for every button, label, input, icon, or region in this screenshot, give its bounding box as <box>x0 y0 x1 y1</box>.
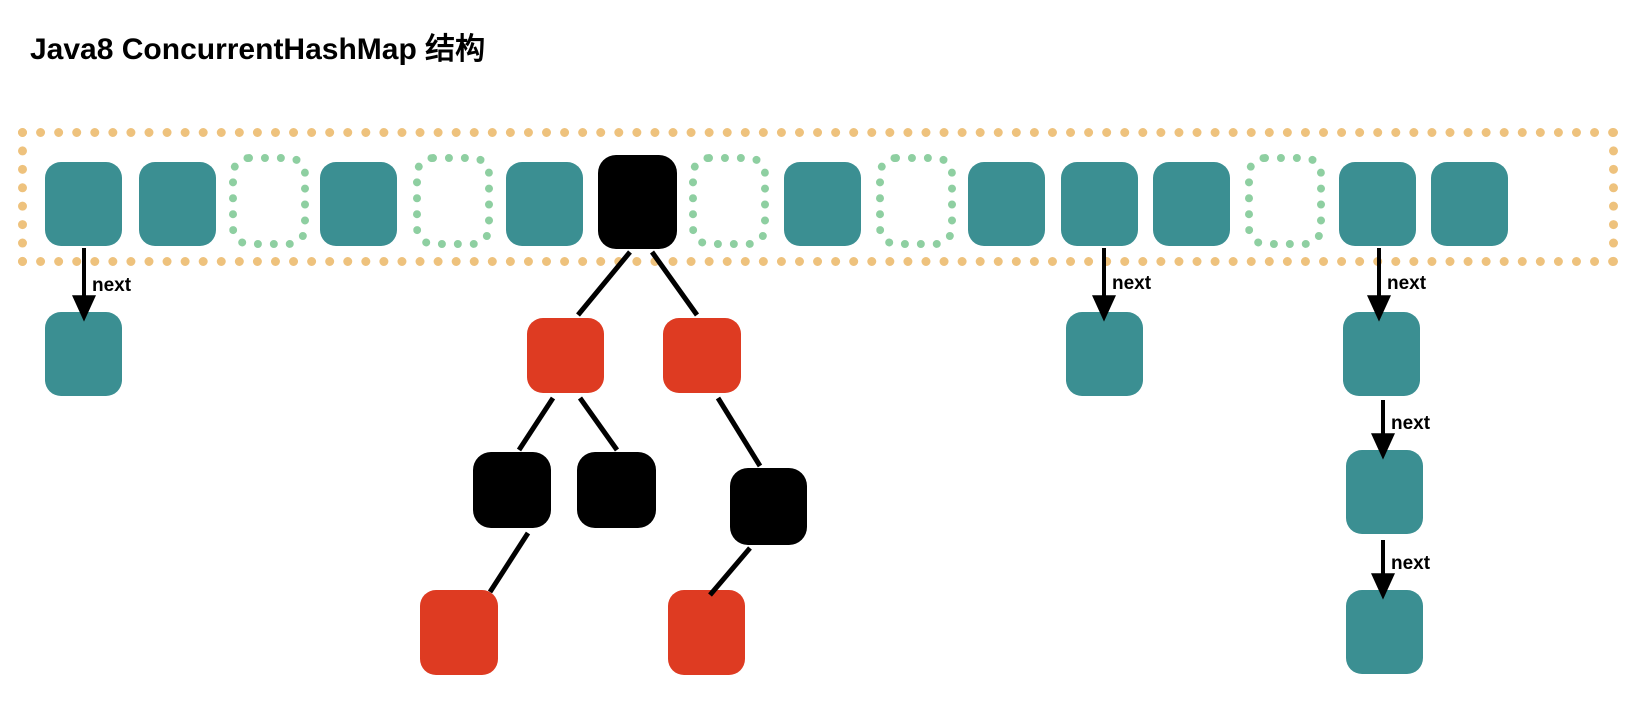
chain-slot-11-node-0[interactable] <box>1066 312 1143 396</box>
array-slot-4-empty[interactable] <box>413 154 493 248</box>
tree-edge-b1-to-rb1 <box>487 531 531 594</box>
tree-node-b1-black[interactable] <box>473 452 551 528</box>
tree-node-rb1-red[interactable] <box>420 590 498 675</box>
array-slot-13-empty[interactable] <box>1245 154 1325 248</box>
array-slot-9-empty[interactable] <box>876 154 956 248</box>
array-slot-12[interactable] <box>1153 162 1230 246</box>
tree-edge-r2-to-b3 <box>715 396 763 468</box>
array-slot-7-empty[interactable] <box>689 154 769 248</box>
chain-slot-0-next-label-0: next <box>92 275 132 296</box>
array-slot-1[interactable] <box>139 162 216 246</box>
array-slot-8[interactable] <box>784 162 861 246</box>
array-slot-3[interactable] <box>320 162 397 246</box>
chain-slot-14-node-0[interactable] <box>1343 312 1420 396</box>
chain-slot-11-next-label-0: next <box>1112 273 1152 294</box>
chain-slot-14-node-1[interactable] <box>1346 450 1423 534</box>
tree-edge-r1-to-b1 <box>516 396 556 452</box>
chain-slot-14-node-2[interactable] <box>1346 590 1423 674</box>
chain-slot-0-node-0[interactable] <box>45 312 122 396</box>
tree-edge-r1-to-b2 <box>577 396 620 452</box>
tree-node-rb2-red[interactable] <box>668 590 745 675</box>
array-slot-10[interactable] <box>968 162 1045 246</box>
array-slot-14[interactable] <box>1339 162 1416 246</box>
tree-edge-b3-to-rb2 <box>708 546 752 597</box>
chain-slot-14-next-label-0: next <box>1387 273 1427 294</box>
array-slot-11[interactable] <box>1061 162 1138 246</box>
array-slot-5[interactable] <box>506 162 583 246</box>
page-title: Java8 ConcurrentHashMap 结构 <box>30 33 486 66</box>
chain-slot-14-next-label-1: next <box>1391 413 1431 434</box>
array-slot-15[interactable] <box>1431 162 1508 246</box>
array-slot-6[interactable] <box>598 155 677 249</box>
tree-node-r1-red[interactable] <box>527 318 604 393</box>
bucket-array-container <box>18 128 1618 266</box>
chain-slot-14-next-label-2: next <box>1391 553 1431 574</box>
array-slot-0[interactable] <box>45 162 122 246</box>
tree-edge-group <box>487 250 763 597</box>
array-slot-2-empty[interactable] <box>229 154 309 248</box>
tree-node-b2-black[interactable] <box>577 452 656 528</box>
tree-node-b3-black[interactable] <box>730 468 807 545</box>
tree-node-r2-red[interactable] <box>663 318 741 393</box>
